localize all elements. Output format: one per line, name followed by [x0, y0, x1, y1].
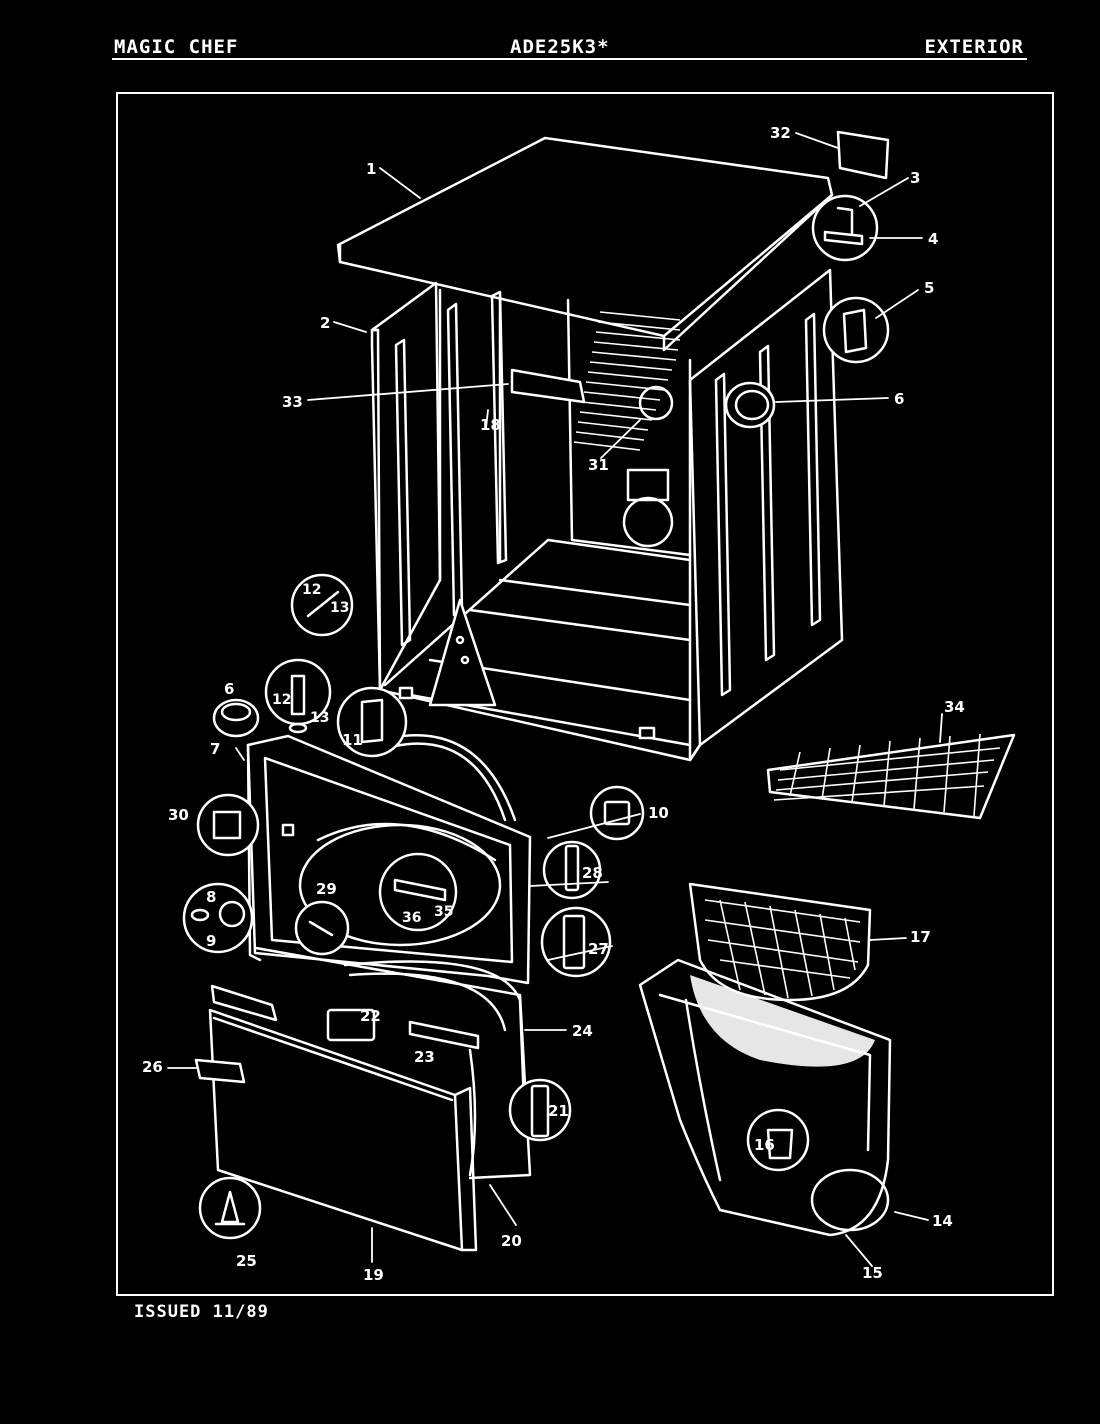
- callout-35: 35: [434, 904, 453, 920]
- callout-18: 18: [480, 416, 501, 434]
- cabinet-base: [383, 538, 692, 762]
- callout-21: 21: [548, 1102, 569, 1120]
- callout-20: 20: [501, 1232, 522, 1250]
- callout-8: 8: [206, 888, 216, 906]
- callout-31: 31: [588, 456, 609, 474]
- callout-6b: 6: [224, 680, 234, 698]
- callout-32: 32: [770, 124, 791, 142]
- callout-19: 19: [363, 1266, 384, 1284]
- front-panel-part: [246, 734, 532, 985]
- callout-4: 4: [928, 230, 938, 248]
- cabinet-part: [336, 136, 844, 762]
- part-30-detail: [196, 793, 260, 857]
- callout-9: 9: [206, 932, 216, 950]
- header-rule: [112, 58, 1027, 60]
- callout-22: 22: [360, 1007, 381, 1025]
- callout-33: 33: [282, 393, 303, 411]
- detail-circle-5: [822, 296, 890, 364]
- callout-24: 24: [572, 1022, 593, 1040]
- callout-23: 23: [414, 1048, 435, 1066]
- callout-27: 27: [588, 940, 609, 958]
- callout-15: 15: [862, 1264, 883, 1282]
- door-part: [208, 984, 478, 1252]
- callout-12: 12: [302, 582, 321, 598]
- callout-2: 2: [320, 314, 330, 332]
- callout-36: 36: [402, 910, 421, 926]
- callout-5: 5: [924, 279, 934, 297]
- part-6-left-cap: [212, 698, 260, 738]
- callout-34: 34: [944, 698, 965, 716]
- callout-12b: 12: [272, 692, 291, 708]
- callout-16: 16: [754, 1136, 775, 1154]
- callout-10: 10: [648, 804, 669, 822]
- part-21-detail: [508, 1078, 572, 1142]
- top-panel: [336, 136, 834, 338]
- part-12-13-pin: [264, 658, 332, 734]
- callout-3: 3: [910, 169, 920, 187]
- part-10-detail: [589, 785, 645, 841]
- brand-label: MAGIC CHEF: [114, 36, 239, 58]
- drying-rack-part: [766, 733, 1016, 820]
- callout-26: 26: [142, 1058, 163, 1076]
- seal-ring: [388, 734, 517, 822]
- callout-28: 28: [582, 864, 603, 882]
- leader-lines: [167, 132, 943, 1267]
- callout-7: 7: [210, 740, 220, 758]
- detail-circle-12-13: [290, 573, 354, 637]
- callout-17: 17: [910, 928, 931, 946]
- model-label: ADE25K3*: [510, 36, 610, 58]
- callout-11: 11: [342, 731, 363, 749]
- callout-25: 25: [236, 1252, 257, 1270]
- callout-30: 30: [168, 806, 189, 824]
- part-25-foot: [198, 1176, 262, 1240]
- part-11-detail: [336, 686, 408, 758]
- issued-date: ISSUED 11/89: [134, 1302, 269, 1322]
- lint-screen-part: [688, 882, 872, 1002]
- part-27-detail: [540, 906, 612, 978]
- diagram-frame: [116, 92, 1054, 1296]
- callout-6: 6: [894, 390, 904, 408]
- callout-29: 29: [316, 880, 337, 898]
- back-vent-grille: [573, 311, 681, 451]
- section-label: EXTERIOR: [924, 36, 1024, 58]
- detail-circle-3-4: [811, 194, 879, 262]
- part-6-cap: [724, 381, 776, 429]
- lint-housing-part: [638, 958, 892, 1237]
- part-32-bracket: [836, 130, 890, 180]
- callout-labels: 1 2 3 4 5 6 6 7 8 9 10 11 12 13 12 13 14…: [142, 124, 965, 1284]
- callout-13: 13: [330, 600, 349, 616]
- part-8-9-detail: [182, 882, 254, 954]
- callout-13b: 13: [310, 710, 329, 726]
- callout-14: 14: [932, 1212, 953, 1230]
- callout-1: 1: [366, 160, 376, 178]
